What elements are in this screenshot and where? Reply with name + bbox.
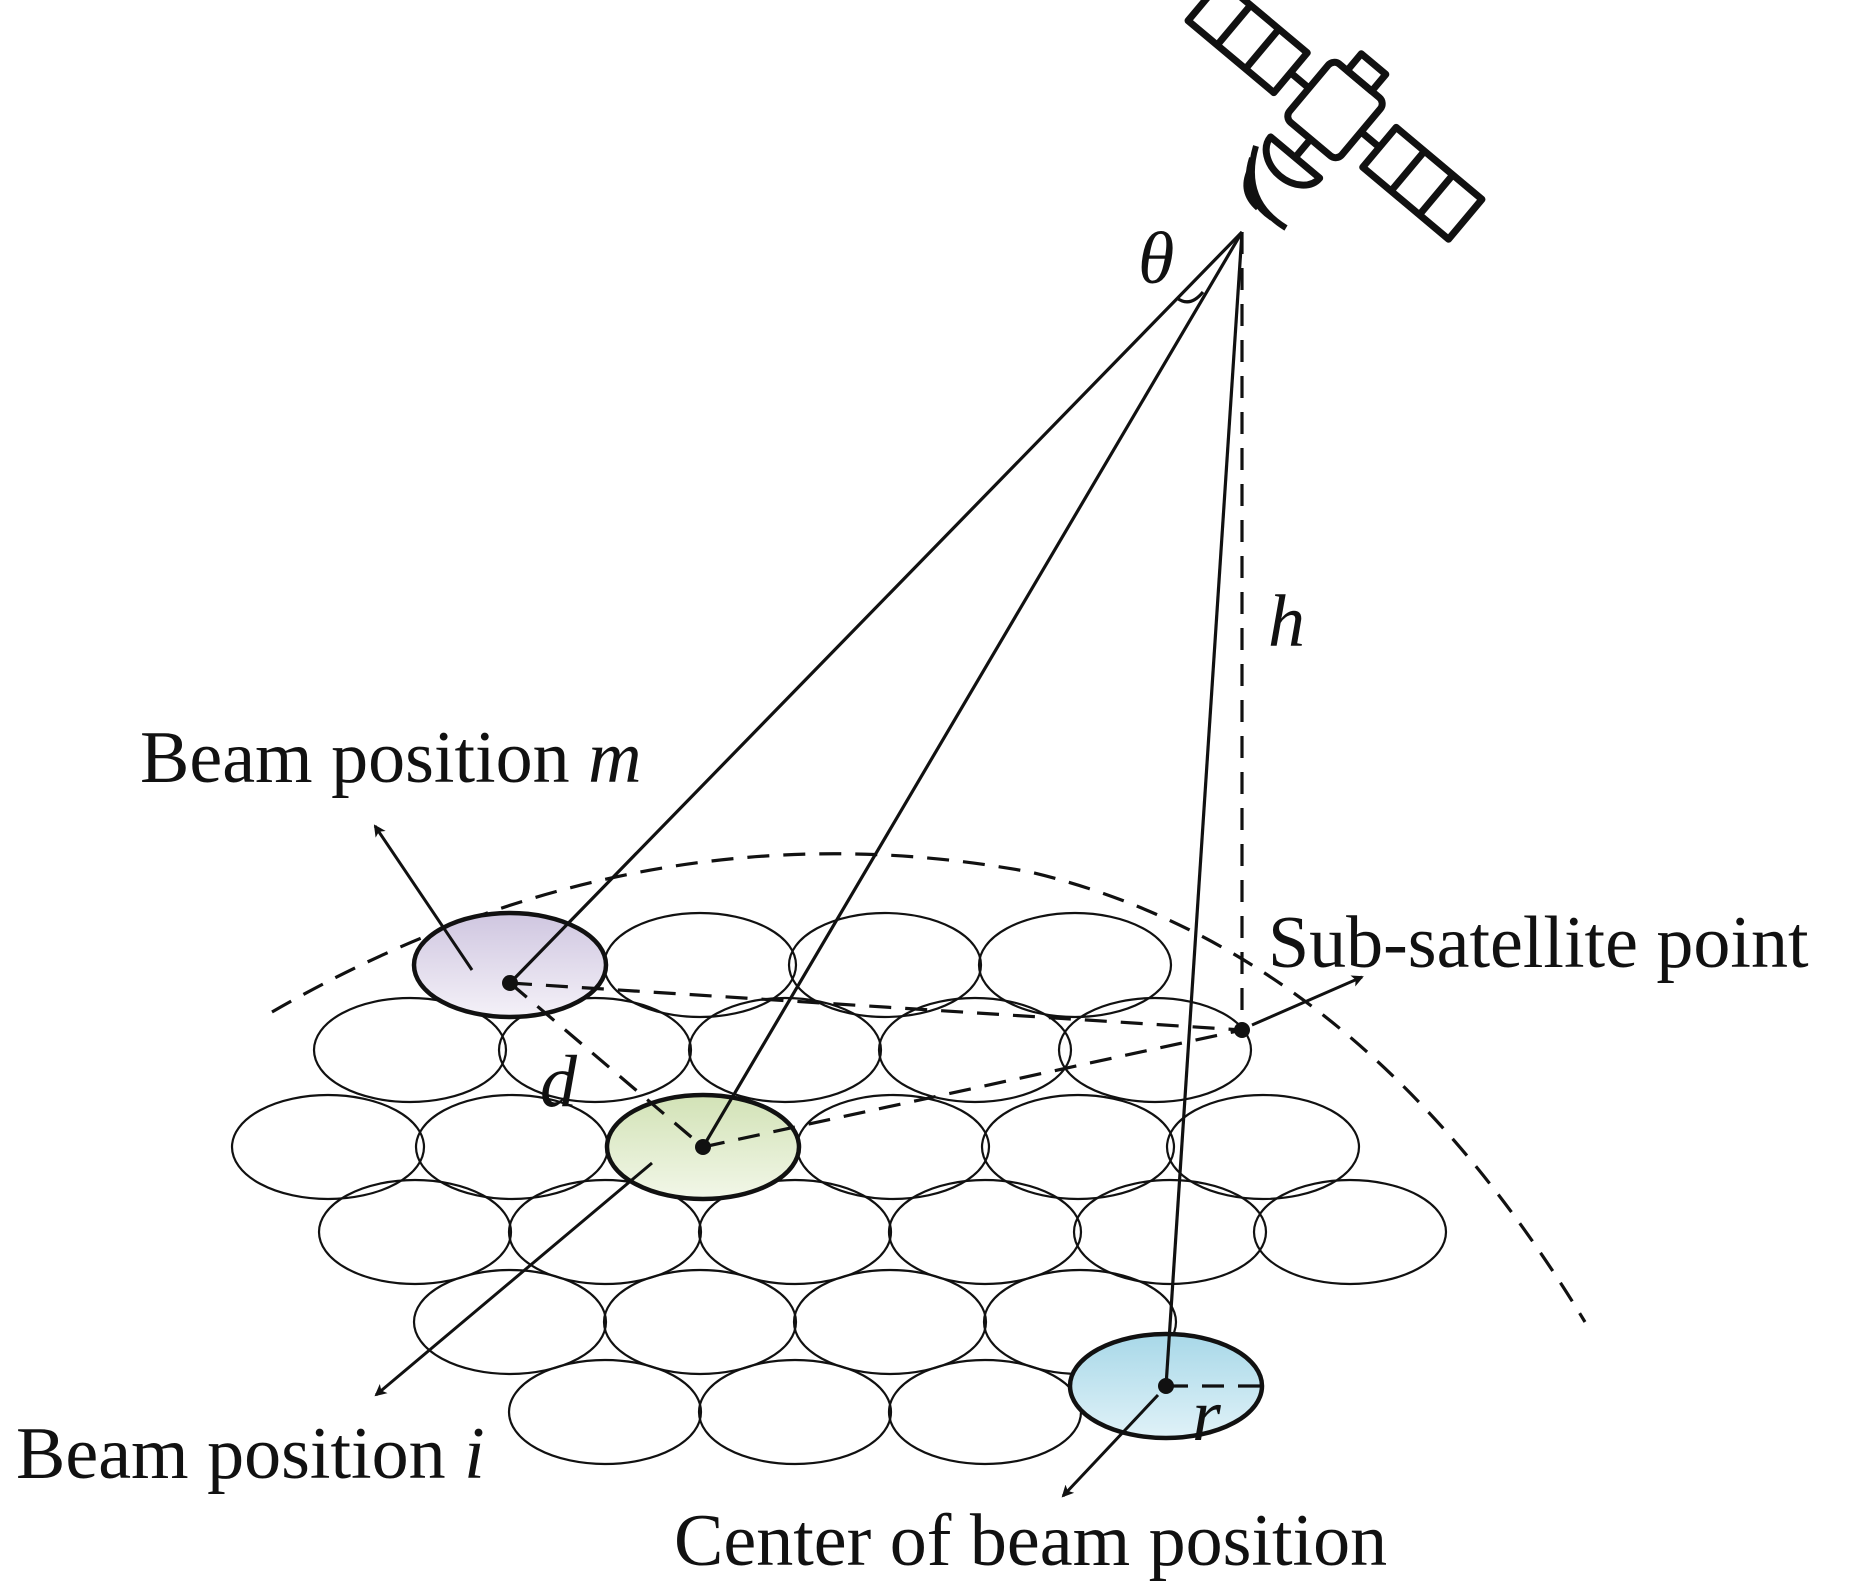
beam-cell bbox=[877, 996, 1073, 1104]
beam-cell bbox=[507, 1178, 703, 1286]
beam-cell bbox=[887, 1358, 1083, 1466]
beam-position-i-label: Beam position i bbox=[16, 1413, 485, 1495]
theta-label: θ bbox=[1138, 218, 1174, 300]
beam-center-dot bbox=[1158, 1378, 1174, 1394]
beam-cell bbox=[787, 911, 983, 1019]
beam-cell bbox=[1072, 1178, 1268, 1286]
ray-to-beam-center bbox=[1164, 231, 1244, 1387]
i-to-subsatellite-line bbox=[702, 1028, 1243, 1149]
center-pointer-arrow bbox=[1061, 1393, 1160, 1498]
theta-angle-arc bbox=[1176, 290, 1205, 304]
beam-cell bbox=[977, 911, 1173, 1019]
beam-cell bbox=[687, 996, 883, 1104]
beam-cell bbox=[1057, 996, 1253, 1104]
beam-cell bbox=[507, 1358, 703, 1466]
sub-satellite-dot bbox=[1234, 1022, 1250, 1038]
satellite-icon bbox=[1184, 0, 1486, 243]
beam-cell bbox=[412, 1268, 608, 1376]
beam-cell bbox=[1165, 1093, 1361, 1201]
beam-m-pointer-arrow bbox=[373, 824, 474, 971]
beam-cell bbox=[497, 996, 693, 1104]
beam-cell bbox=[230, 1093, 426, 1201]
beam-position-m-label: Beam position m bbox=[140, 717, 642, 799]
beam-cell bbox=[317, 1178, 513, 1286]
beam-cell bbox=[312, 996, 508, 1104]
d-distance-line bbox=[508, 981, 705, 1149]
sub-satellite-point-label: Sub-satellite point bbox=[1268, 902, 1809, 984]
m-to-subsatellite-line bbox=[509, 981, 1243, 1032]
beam-cell bbox=[697, 1178, 893, 1286]
sub-satellite-pointer-arrow bbox=[1251, 975, 1364, 1027]
d-label: d bbox=[540, 1041, 578, 1123]
beam-cell bbox=[697, 1358, 893, 1466]
r-label: r bbox=[1192, 1375, 1222, 1457]
coverage-boundary bbox=[271, 852, 1587, 1323]
beam-position-m bbox=[411, 910, 609, 1020]
beam-cell bbox=[980, 1093, 1176, 1201]
ray-to-beam-i bbox=[701, 231, 1244, 1148]
beam-i-pointer-arrow bbox=[374, 1161, 653, 1397]
beam-cell bbox=[1252, 1178, 1448, 1286]
ray-to-beam-m bbox=[508, 230, 1244, 985]
center-of-beam-position-label: Center of beam position bbox=[674, 1500, 1387, 1582]
h-label: h bbox=[1268, 581, 1305, 663]
beam-i-center-dot bbox=[695, 1139, 711, 1155]
beam-m-center-dot bbox=[502, 975, 518, 991]
beam-cell bbox=[602, 1268, 798, 1376]
beam-cell bbox=[792, 1268, 988, 1376]
beam-cell bbox=[887, 1178, 1083, 1286]
